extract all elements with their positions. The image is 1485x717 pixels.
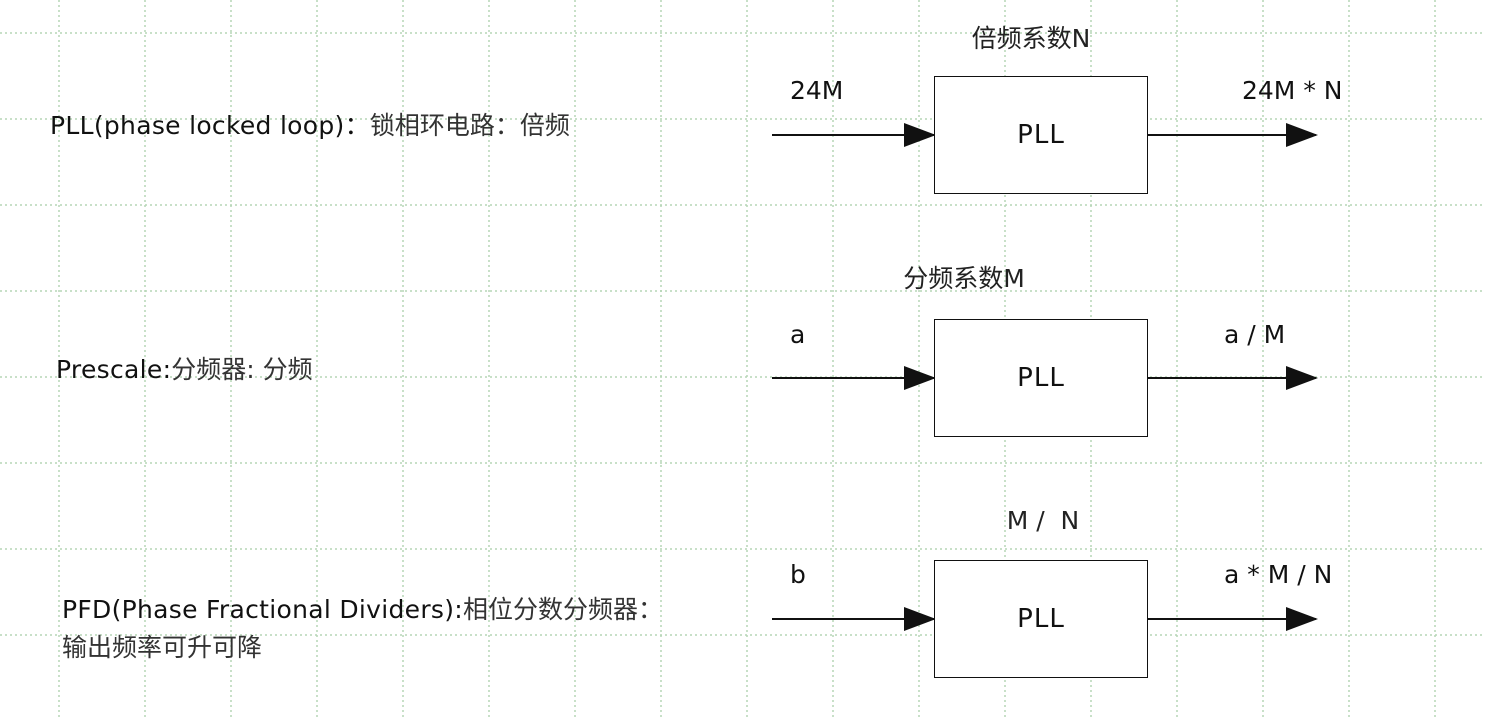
pfd-description-line2: 输出频率可升可降 <box>62 630 262 666</box>
pll-input-arrow <box>772 123 936 147</box>
pfd-input-arrow <box>772 607 936 631</box>
pll-input-label: 24M <box>790 76 844 105</box>
pfd-description-zh: 相位分数分频器： <box>463 595 664 624</box>
pfd-description-line2-text: 输出频率可升可降 <box>62 633 263 662</box>
pfd-description: PFD(Phase Fractional Dividers):相位分数分频器： <box>62 592 663 628</box>
prescale-output-arrow <box>1148 366 1318 390</box>
pfd-fraction-coefficient: M / N <box>1006 506 1080 535</box>
prescale-description-en: Prescale: <box>56 355 172 384</box>
pfd-block: PLL <box>934 560 1148 678</box>
pll-description: PLL(phase locked loop)：锁相环电路：倍频 <box>50 108 570 144</box>
prescale-description-zh: 分频器: 分频 <box>171 355 313 384</box>
pfd-input-label: b <box>790 560 806 589</box>
pll-description-en: PLL(phase locked loop)： <box>50 111 370 140</box>
pll-block: PLL <box>934 76 1148 194</box>
prescale-input-label: a <box>790 320 806 349</box>
prescale-description: Prescale:分频器: 分频 <box>56 352 313 388</box>
prescale-divider-coefficient: 分频系数M <box>903 264 1025 293</box>
prescale-input-arrow <box>772 366 936 390</box>
pfd-output-label: a * M / N <box>1224 560 1333 589</box>
pfd-output-arrow <box>1148 607 1318 631</box>
prescale-block: PLL <box>934 319 1148 437</box>
pll-description-zh: 锁相环电路：倍频 <box>369 111 570 140</box>
pll-multiplier-coefficient: 倍频系数N <box>971 24 1091 53</box>
pfd-description-en: PFD(Phase Fractional Dividers): <box>62 595 464 624</box>
pll-output-label: 24M * N <box>1242 76 1343 105</box>
pll-output-arrow <box>1148 123 1318 147</box>
prescale-output-label: a / M <box>1224 320 1286 349</box>
